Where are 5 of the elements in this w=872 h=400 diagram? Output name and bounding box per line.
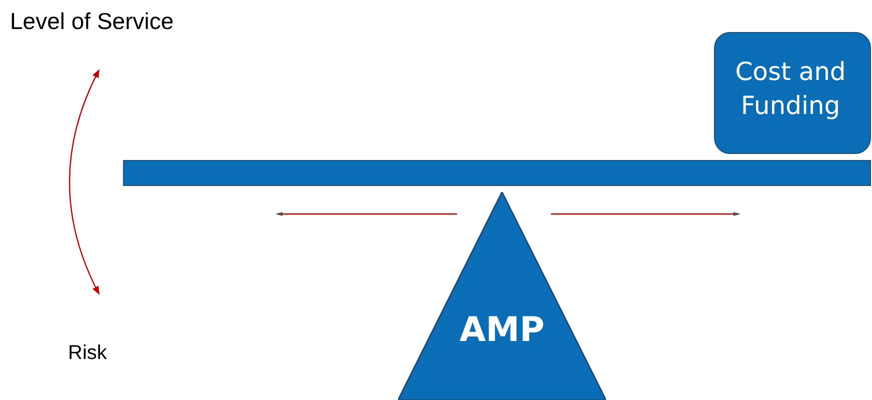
seesaw-beam bbox=[123, 160, 871, 186]
fulcrum-label: AMP bbox=[458, 310, 546, 350]
axis-label: Level of Service bbox=[10, 8, 174, 35]
axis-label: Risk bbox=[68, 342, 107, 365]
cost-card: Cost and Funding bbox=[714, 32, 871, 154]
